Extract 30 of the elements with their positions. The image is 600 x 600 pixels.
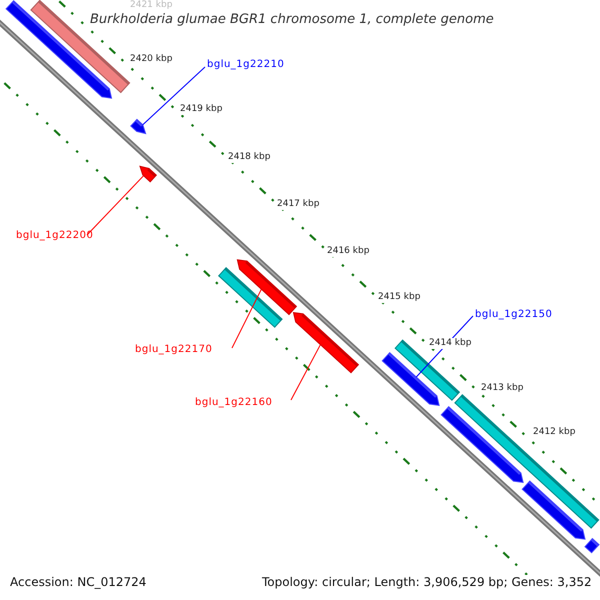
tick-label: 2421 kbp [130, 0, 172, 11]
gene-feature [382, 352, 440, 406]
gene-feature [139, 166, 157, 182]
gene-feature [584, 538, 600, 554]
title: Burkholderia glumae BGR1 chromosome 1, complete genome [90, 12, 494, 28]
tick-label: 2417 kbp [277, 199, 320, 210]
tick-label: 2419 kbp [180, 104, 222, 115]
tick-label: 2416 kbp [327, 246, 370, 257]
tick-label: 2413 kbp [481, 383, 524, 394]
genome-summary: Topology: circular; Length: 3,906,529 bp; Genes: 3,352 [262, 575, 592, 590]
gene-label: bglu_1g22160 [195, 397, 272, 409]
gene-feature [440, 406, 524, 483]
leader-line [142, 66, 206, 126]
leader-line [232, 288, 262, 348]
tick-label: 2415 kbp [378, 292, 420, 303]
leader-line [86, 175, 144, 236]
gene-label: bglu_1g22210 [207, 59, 284, 71]
gene-feature [218, 267, 283, 328]
accession-text: Accession: NC_012724 [10, 575, 146, 590]
gene-feature [130, 118, 146, 134]
tick-label: 2420 kbp [130, 54, 172, 65]
tick-label: 2414 kbp [429, 338, 472, 349]
leader-line [290, 344, 321, 400]
gene-label: bglu_1g22150 [475, 309, 552, 321]
tick-label: 2418 kbp [228, 152, 270, 163]
gene-label: bglu_1g22170 [135, 344, 212, 356]
gene-feature [522, 480, 586, 540]
gene-label: bglu_1g22200 [16, 230, 94, 242]
gene-feature [292, 312, 360, 374]
tick-label: 2412 kbp [533, 427, 576, 438]
